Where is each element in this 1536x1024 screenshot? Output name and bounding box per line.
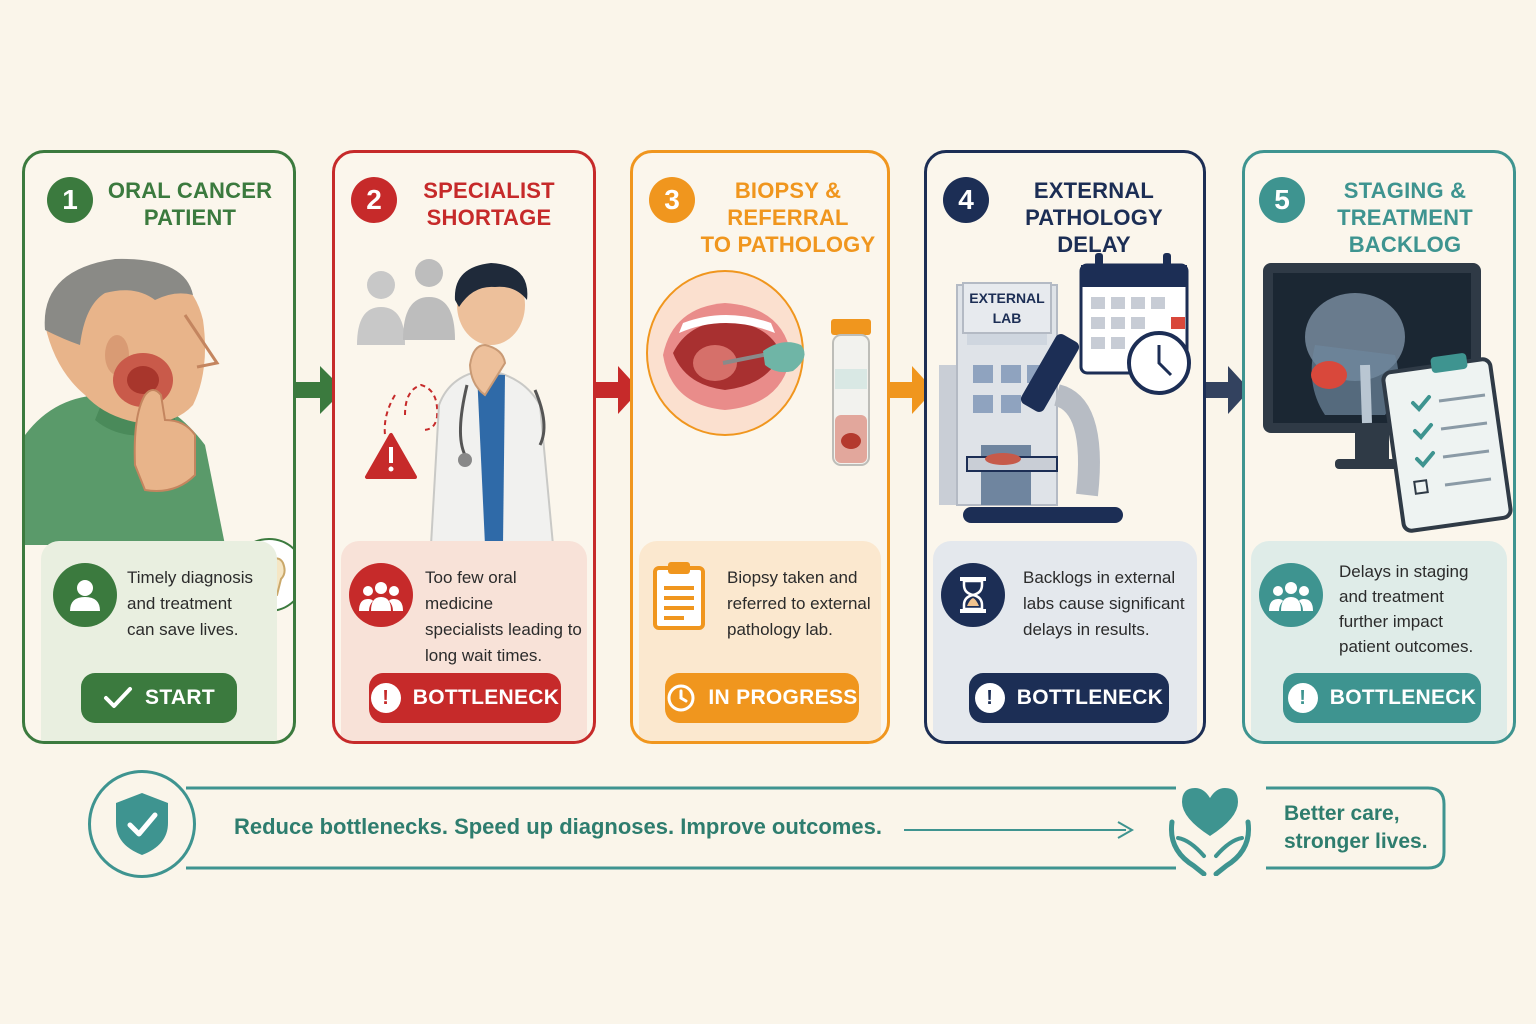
clipboard-icon	[647, 562, 711, 630]
step-number-3: 3	[649, 177, 695, 223]
step-description-1-line-3: can save lives.	[127, 620, 239, 639]
step-description-5-line-3: further impact	[1339, 612, 1443, 631]
exclamation-icon: !	[370, 683, 401, 713]
step-card-5: 5 Staging & Treatment Backlog Delays in …	[1242, 150, 1516, 744]
biopsy-illustration	[646, 270, 871, 466]
step-description-4: Backlogs in external labs cause signific…	[1023, 565, 1193, 643]
step-description-2-line-1: Too few oral medicine	[425, 568, 517, 613]
doctor-illustration	[357, 259, 555, 545]
step-title-3-line-1: Biopsy & Referral	[727, 178, 849, 230]
step-title-5-line-1: Staging & Treatment	[1337, 178, 1473, 230]
step-title-2-line-2: Shortage	[426, 205, 552, 230]
step-number-5: 5	[1259, 177, 1305, 223]
step-description-2-line-2: specialists leading to	[425, 620, 582, 639]
step-title-1: Oral Cancer Patient	[101, 177, 279, 231]
footer-message: Reduce bottlenecks. Speed up diagnoses. …	[234, 814, 882, 839]
status-badge-4: ! BOTTLENECK	[969, 673, 1169, 723]
lab-sign-line-1: EXTERNAL	[969, 290, 1045, 306]
step-description-4-line-1: Backlogs in external	[1023, 568, 1176, 587]
step-card-1: 1 Oral Cancer Patient Timely diagnosis a…	[22, 150, 296, 744]
step-description-3-line-1: Biopsy taken and	[727, 568, 858, 587]
status-label-1: START	[145, 686, 215, 709]
step-title-2-line-1: Specialist	[423, 178, 555, 203]
step-description-3: Biopsy taken and referred to external pa…	[727, 565, 877, 643]
footer-outcome-line-2: stronger lives.	[1284, 830, 1428, 853]
footer-outcome-line-1: Better care,	[1284, 802, 1400, 825]
step-card-2: 2 Specialist Shortage Too few oral medic…	[332, 150, 596, 744]
step-title-2: Specialist Shortage	[405, 177, 573, 231]
group-icon	[1259, 563, 1323, 627]
shield-check-icon	[88, 770, 196, 878]
step-description-1: Timely diagnosis and treatment can save …	[127, 565, 269, 643]
step-description-3-line-2: referred to external	[727, 594, 871, 613]
status-badge-1: START	[81, 673, 237, 723]
lab-sign-line-2: LAB	[992, 310, 1022, 326]
status-label-4: BOTTLENECK	[1016, 686, 1164, 709]
footer-banner: Reduce bottlenecks. Speed up diagnoses. …	[86, 770, 1446, 884]
step-description-5-line-4: patient outcomes.	[1339, 637, 1474, 656]
status-badge-2: ! BOTTLENECK	[369, 673, 561, 723]
footer-frame	[186, 786, 1446, 870]
arrow-right-icon	[1206, 366, 1250, 414]
step-number-1: 1	[47, 177, 93, 223]
step-title-5: Staging & Treatment Backlog	[1307, 177, 1503, 258]
hourglass-icon	[941, 563, 1005, 627]
arrow-right-icon	[890, 366, 934, 414]
step-number-2: 2	[351, 177, 397, 223]
step-title-3: Biopsy & Referral to Pathology	[699, 177, 877, 258]
footer-outcome: Better care, stronger lives.	[1284, 800, 1428, 856]
arrow-right-icon	[596, 366, 640, 414]
exclamation-icon: !	[974, 683, 1005, 713]
ct-scan-monitor-illustration	[1263, 263, 1513, 533]
step-card-3: 3 Biopsy & Referral to Pathology Biopsy …	[630, 150, 890, 744]
status-badge-5: ! BOTTLENECK	[1283, 673, 1481, 723]
step-title-1-line-2: Patient	[143, 205, 237, 230]
status-badge-3: IN PROGRESS	[665, 673, 859, 723]
user-icon	[53, 563, 117, 627]
step-description-1-line-2: and treatment	[127, 594, 232, 613]
step-card-4: 4 External Pathology Delay	[924, 150, 1206, 744]
step-description-2-line-3: long wait times.	[425, 646, 543, 665]
step-number-4: 4	[943, 177, 989, 223]
step-description-4-line-2: labs cause significant	[1023, 594, 1185, 613]
step-description-5-line-1: Delays in staging	[1339, 562, 1469, 581]
exclamation-icon: !	[1287, 683, 1318, 713]
status-label-2: BOTTLENECK	[412, 686, 560, 709]
step-description-2: Too few oral medicine specialists leadin…	[425, 565, 583, 669]
heart-hands-icon	[1168, 788, 1252, 876]
external-lab-sign: EXTERNAL LAB	[962, 282, 1052, 334]
step-title-4-line-1: External Pathology	[1025, 178, 1163, 230]
clock-icon	[667, 684, 695, 712]
step-title-4: External Pathology Delay	[995, 177, 1193, 258]
step-title-4-line-2: Delay	[1057, 232, 1131, 257]
step-description-3-line-3: pathology lab.	[727, 620, 833, 639]
status-label-3: IN PROGRESS	[708, 686, 858, 709]
step-info-1: Timely diagnosis and treatment can save …	[41, 541, 277, 741]
step-description-4-line-3: delays in results.	[1023, 620, 1150, 639]
step-title-1-line-1: Oral Cancer	[107, 178, 273, 203]
lab-microscope-illustration	[939, 253, 1191, 523]
step-title-5-line-2: Backlog	[1348, 232, 1462, 257]
step-description-5-line-2: and treatment	[1339, 587, 1444, 606]
status-label-5: BOTTLENECK	[1329, 686, 1477, 709]
check-icon	[104, 687, 133, 708]
patient-illustration	[25, 258, 225, 545]
group-icon	[349, 563, 413, 627]
step-description-1-line-1: Timely diagnosis	[127, 568, 253, 587]
step-title-3-line-2: to Pathology	[700, 232, 876, 257]
step-description-5: Delays in staging and treatment further …	[1339, 559, 1503, 659]
